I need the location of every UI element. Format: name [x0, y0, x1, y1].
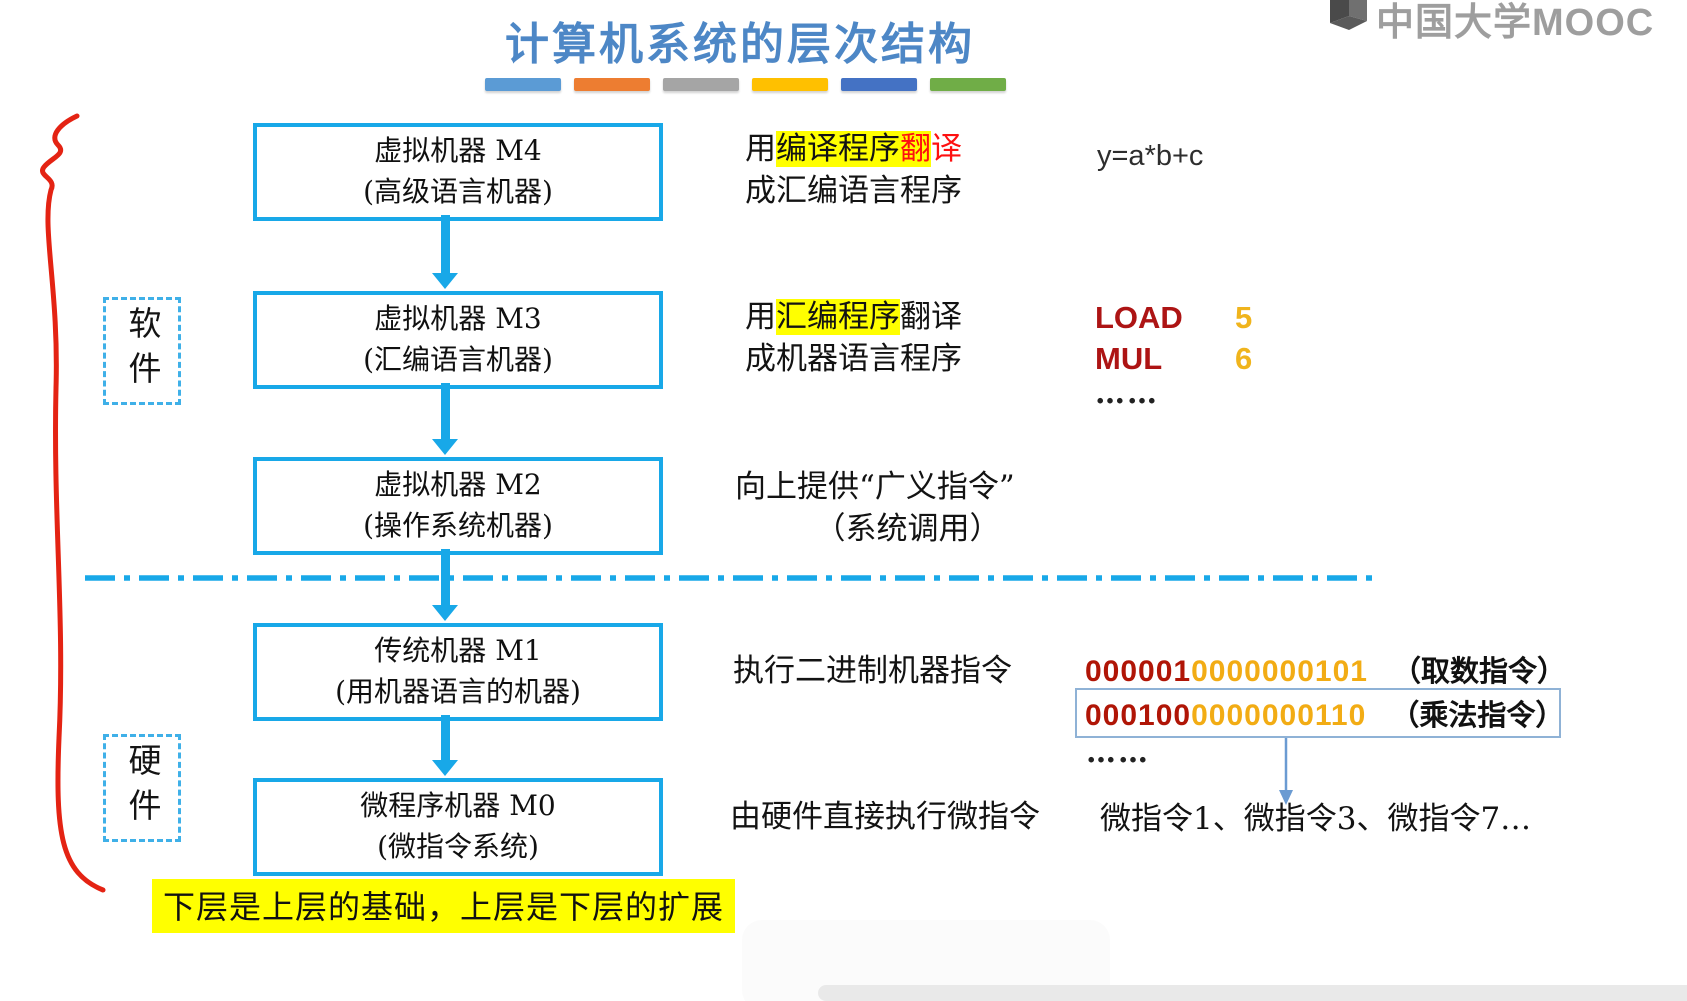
annotation-m3-prefix: 用: [745, 299, 776, 335]
down-arrow-icon: [432, 715, 458, 776]
asm-operand: 5: [1235, 300, 1253, 335]
machine-box-m1: 传统机器 M1 (用机器语言的机器): [253, 623, 663, 721]
annotation-m3-highlight: 汇编程序: [776, 299, 900, 335]
annotation-m3-line2: 成机器语言程序: [745, 341, 962, 377]
annotation-m4-highlight: 编译程序: [776, 131, 900, 167]
machine-box-m3-title: 虚拟机器 M3: [374, 302, 542, 336]
divider-line: [85, 575, 1375, 581]
machine-box-m0-title: 微程序机器 M0: [360, 789, 556, 823]
annotation-m3-suffix: 翻译: [900, 299, 962, 335]
annotation-m2-line2: （系统调用）: [814, 511, 1001, 547]
machine-box-m2-subtitle: (操作系统机器): [363, 509, 553, 542]
binary-line-mul: 0001000000000110 （乘法指令）: [1085, 692, 1564, 734]
annotation-m4-line2: 成汇编语言程序: [745, 173, 962, 209]
accent-bar: [574, 78, 650, 91]
micro-instruction-list: 微指令1、微指令3、微指令7…: [1100, 801, 1532, 837]
binary-ellipsis: ……: [1086, 735, 1150, 770]
annotation-m4-red: 译: [931, 131, 962, 167]
annotation-m2: 向上提供“广义指令” （系统调用）: [735, 466, 1080, 550]
software-label: 软件: [103, 297, 181, 405]
accent-bar: [930, 78, 1006, 91]
binary-instruction-name: （乘法指令）: [1390, 698, 1565, 732]
bottom-bar: [818, 985, 1687, 1001]
annotation-m4-prefix: 用: [745, 131, 776, 167]
machine-box-m4-subtitle: (高级语言机器): [363, 175, 553, 208]
binary-line-mul-box: 0001000000000110 （乘法指令）: [1075, 688, 1564, 738]
hardware-label: 硬件: [103, 734, 181, 842]
asm-ellipsis: ……: [1095, 376, 1159, 411]
hll-example: y=a*b+c: [1097, 140, 1204, 172]
asm-operand: 6: [1235, 341, 1253, 376]
logo-text: 中国大学MOOC: [1376, 1, 1655, 44]
binary-address: 0000000110: [1191, 699, 1367, 732]
accent-bar: [841, 78, 917, 91]
binary-address: 0000000101: [1191, 655, 1368, 688]
annotation-m4: 用编译程序翻译 成汇编语言程序: [745, 128, 962, 212]
annotation-m2-line1: 向上提供“广义指令”: [735, 469, 1015, 505]
binary-instruction-name: （取数指令）: [1391, 654, 1566, 688]
asm-line-mul: MUL 6: [1095, 341, 1252, 377]
machine-box-m3-subtitle: (汇编语言机器): [363, 343, 553, 376]
annotation-m4-highlight-red: 翻: [900, 131, 931, 167]
mooc-logo: 中国大学MOOC: [1322, 0, 1654, 46]
accent-bar: [752, 78, 828, 91]
binary-line-load: 0000010000000101 （取数指令）: [1085, 648, 1566, 690]
asm-opcode: MUL: [1095, 341, 1163, 376]
machine-box-m0-subtitle: (微指令系统): [377, 830, 539, 863]
annotation-m1-label: 执行二进制机器指令: [733, 653, 1012, 689]
red-brace: [40, 113, 106, 893]
page-title: 计算机系统的层次结构: [505, 19, 975, 70]
machine-box-m3: 虚拟机器 M3 (汇编语言机器): [253, 291, 663, 389]
annotation-m0-label: 由硬件直接执行微指令: [730, 799, 1040, 835]
accent-bars: [485, 78, 1006, 91]
asm-opcode: LOAD: [1095, 300, 1183, 335]
micro-arrow-icon: [1279, 738, 1293, 805]
machine-box-m4: 虚拟机器 M4 (高级语言机器): [253, 123, 663, 221]
machine-box-m2: 虚拟机器 M2 (操作系统机器): [253, 457, 663, 555]
down-arrow-icon: [432, 215, 458, 289]
cube-icon: [1322, 0, 1370, 46]
accent-bar: [663, 78, 739, 91]
machine-box-m2-title: 虚拟机器 M2: [374, 468, 542, 502]
machine-box-m4-title: 虚拟机器 M4: [374, 134, 542, 168]
down-arrow-icon: [432, 383, 458, 455]
binary-opcode: 000100: [1085, 699, 1192, 732]
machine-box-m1-subtitle: (用机器语言的机器): [335, 675, 581, 708]
binary-opcode: 000001: [1085, 655, 1192, 688]
accent-bar: [485, 78, 561, 91]
machine-box-m0: 微程序机器 M0 (微指令系统): [253, 778, 663, 876]
machine-box-m1-title: 传统机器 M1: [374, 634, 542, 668]
annotation-m3: 用汇编程序翻译 成机器语言程序: [745, 296, 962, 380]
annotation-m4-line1: 用编译程序翻译: [745, 128, 962, 170]
down-arrow-icon: [432, 549, 458, 621]
annotation-m3-line1: 用汇编程序翻译: [745, 296, 962, 338]
asm-line-load: LOAD 5: [1095, 300, 1252, 336]
footer-highlight: 下层是上层的基础，上层是下层的扩展: [152, 879, 736, 933]
